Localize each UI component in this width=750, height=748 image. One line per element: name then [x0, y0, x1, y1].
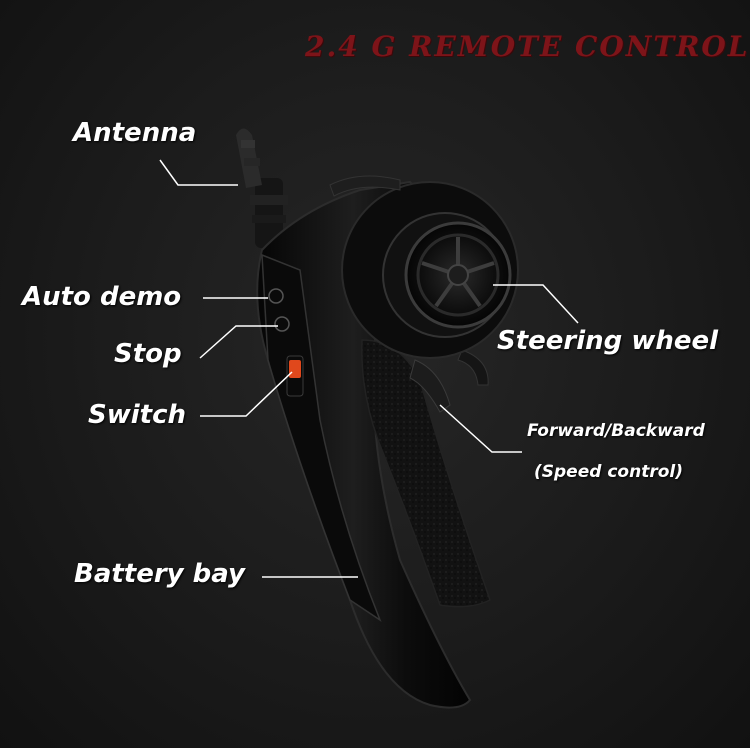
trigger — [409, 359, 451, 413]
steering-wheel — [404, 221, 512, 329]
forward-backward-leader — [439, 404, 522, 453]
antenna-label: Antenna — [73, 118, 197, 148]
battery-bay-label: Battery bay — [74, 559, 245, 589]
image-title: 2.4 G REMOTE CONTROL — [305, 30, 750, 63]
antenna-leader — [159, 159, 238, 186]
auto-demo-label: Auto demo — [22, 282, 182, 312]
forward-backward-label: Forward/Backward — [527, 421, 705, 441]
steering-wheel-label: Steering wheel — [497, 326, 719, 356]
auto-demo-button — [268, 288, 284, 304]
antenna-part — [236, 128, 288, 248]
stop-leader — [199, 325, 278, 359]
steering-wheel-leader — [493, 284, 579, 324]
stop-label: Stop — [114, 339, 182, 369]
switch-leader — [200, 371, 293, 417]
stop-button — [274, 316, 290, 332]
power-switch — [289, 360, 301, 378]
switch-label: Switch — [88, 400, 187, 430]
speed-control-label: (Speed control) — [534, 462, 683, 482]
